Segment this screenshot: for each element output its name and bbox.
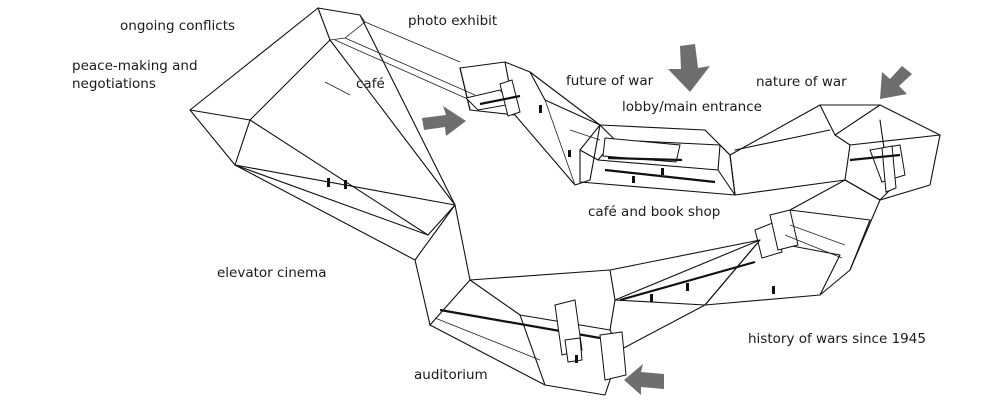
label-history: history of wars since 1945: [748, 331, 926, 347]
label-auditorium: auditorium: [414, 367, 488, 383]
person-figure-icon: [344, 180, 347, 189]
label-cafe: café: [356, 76, 385, 92]
label-elevator-cinema: elevator cinema: [217, 265, 327, 281]
person-figure-icon: [661, 168, 664, 175]
person-figure-icon: [650, 294, 653, 302]
label-future-of-war: future of war: [566, 73, 654, 89]
person-figure-icon: [568, 150, 571, 157]
entrance-arrows: [422, 44, 912, 395]
person-figure-icon: [632, 176, 635, 183]
person-figure-icon: [327, 178, 330, 187]
arrow-icon: [624, 364, 664, 395]
person-figure-icon: [686, 283, 689, 291]
person-figure-icon: [575, 355, 578, 363]
label-peace-making-line1: peace-making and: [72, 58, 198, 74]
lower-long-volume: [234, 164, 761, 396]
label-peace-making-line2: negotiations: [72, 76, 156, 92]
label-nature-of-war: nature of war: [756, 74, 847, 90]
label-photo-exhibit: photo exhibit: [408, 13, 498, 29]
arrow-icon: [422, 106, 466, 136]
label-ongoing-conflicts: ongoing conflicts: [120, 18, 236, 34]
label-cafe-book-shop: café and book shop: [588, 204, 721, 220]
label-lobby: lobby/main entrance: [622, 99, 762, 115]
arrow-icon: [668, 44, 710, 92]
photo-exhibit-volume: [459, 61, 601, 186]
lobby-volume: [569, 124, 736, 196]
people-figures: [327, 105, 775, 363]
person-figure-icon: [772, 286, 775, 294]
nature-of-war-volume: [729, 104, 941, 201]
arrow-icon: [880, 66, 912, 99]
person-figure-icon: [539, 105, 542, 113]
history-volume: [704, 179, 881, 306]
